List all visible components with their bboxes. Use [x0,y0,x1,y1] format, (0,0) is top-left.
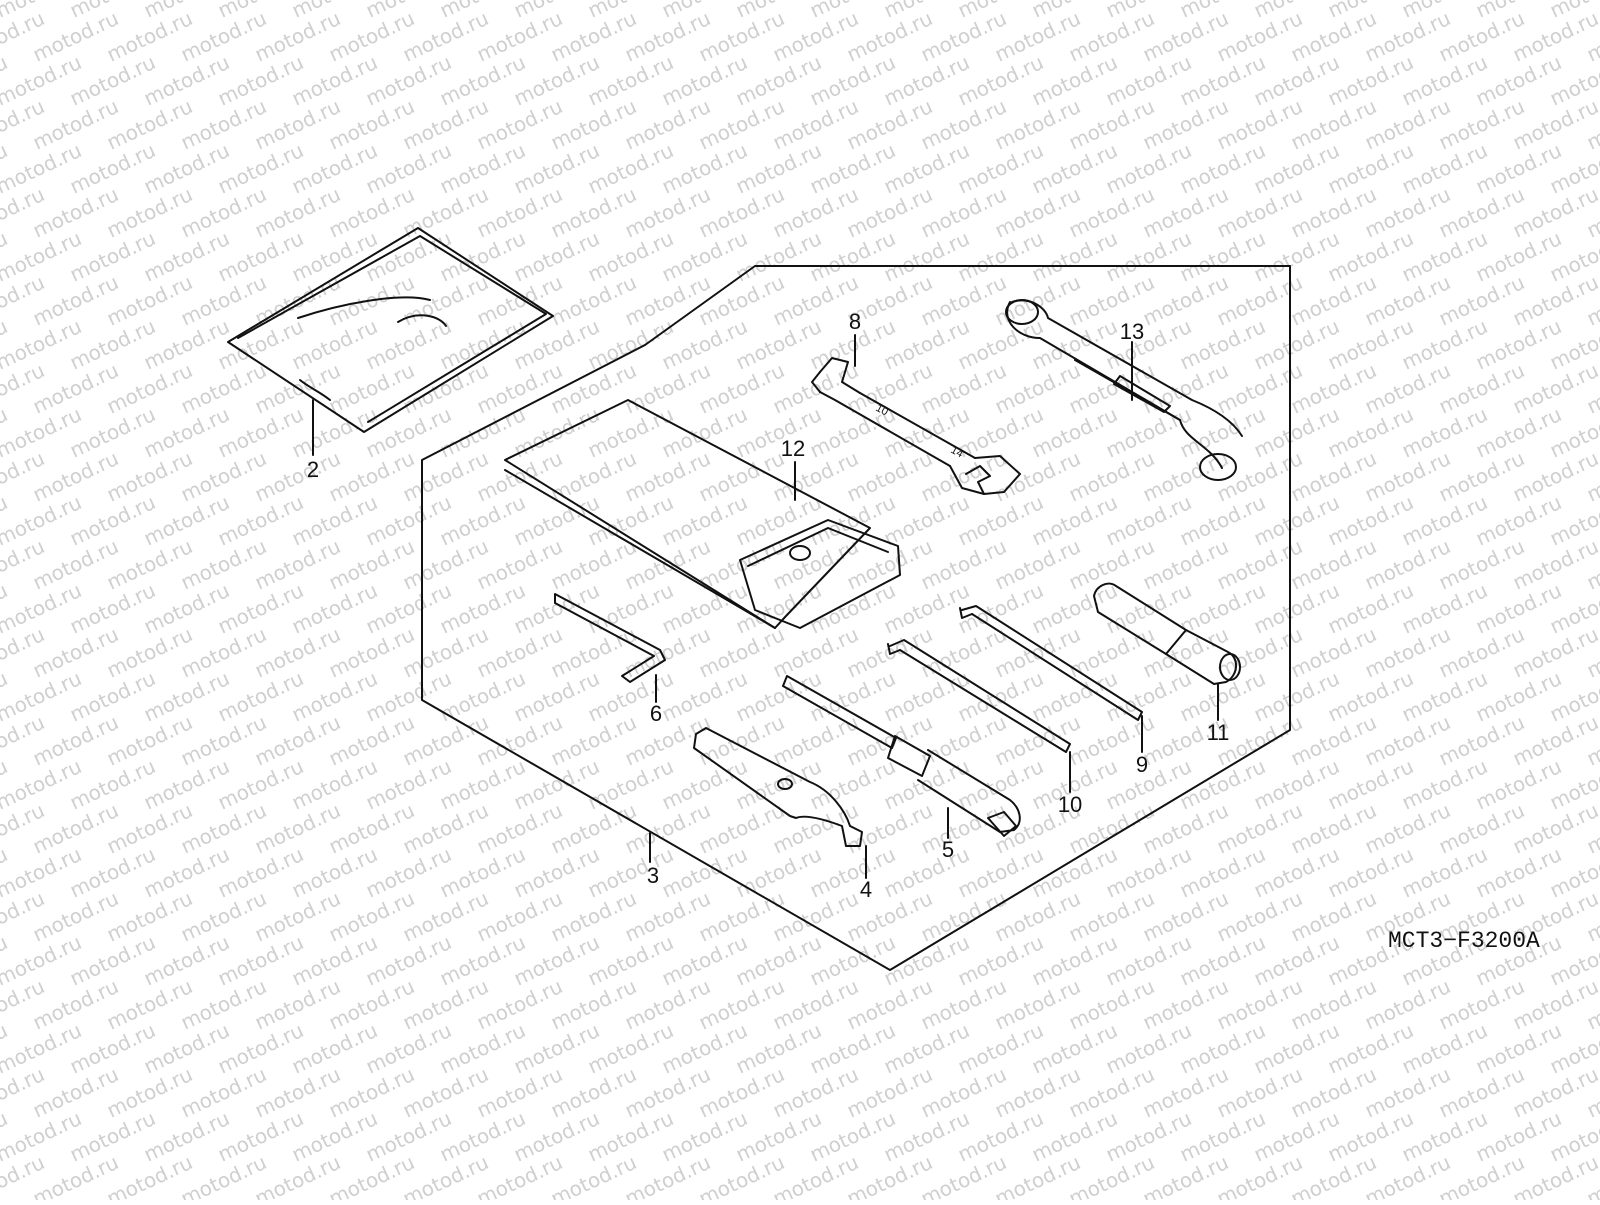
callout-3: 3 [646,863,660,888]
open-end-wrench-icon: 10 14 [811,357,1021,495]
callout-10: 10 [1057,792,1083,817]
callout-2: 2 [306,457,320,482]
screwdriver-blade-icon [959,605,1143,721]
screwdriver-handle-icon [1093,582,1241,685]
hex-key-icon [554,593,666,683]
svg-text:10: 10 [874,402,890,418]
screwdriver-blade-icon [887,639,1071,753]
callout-8: 8 [848,309,862,334]
callout-6: 6 [649,701,663,726]
box-end-wrench-icon [1005,299,1243,481]
callout-4: 4 [859,877,873,902]
svg-text:14: 14 [949,444,965,460]
spark-plug-wrench-icon [782,675,1021,837]
callout-5: 5 [941,837,955,862]
tool-bag-icon [504,399,901,629]
document-pouch-icon [227,227,554,433]
drawing-code: MCT3−F3200A [1388,928,1540,954]
callout-11: 11 [1206,720,1230,745]
tool-kit-outline [421,265,1291,971]
callout-13: 13 [1119,319,1145,344]
pin-spanner-icon [693,727,863,847]
callout-12: 12 [780,436,806,461]
callout-9: 9 [1135,752,1149,777]
